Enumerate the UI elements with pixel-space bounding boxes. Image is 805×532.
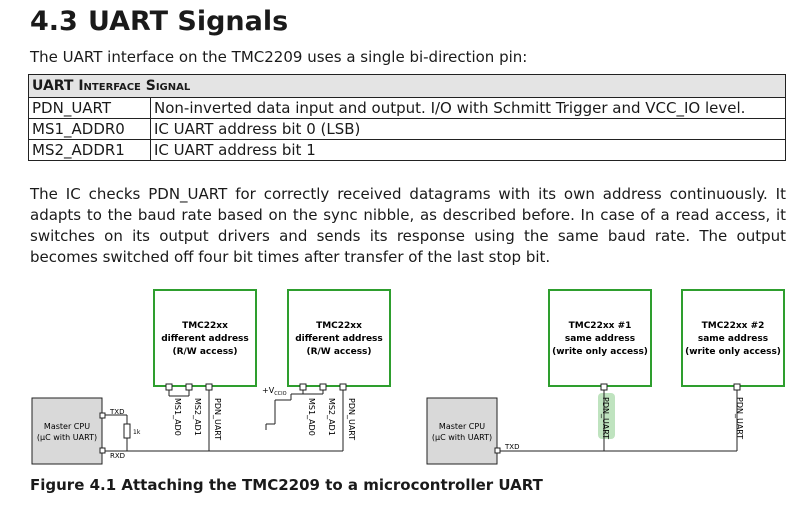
pin-pad [339,383,347,391]
resistor-label: 1k [133,429,141,436]
table-row: MS2_ADDR1 IC UART address bit 1 [28,139,786,161]
signal-name: PDN_UART [28,97,151,119]
txd-label: TXD [109,408,124,416]
pin-pad [299,383,307,391]
signal-name: MS1_ADDR0 [28,118,151,140]
pin-label: MS2_AD1 [327,398,336,436]
intro-text: The UART interface on the TMC2209 uses a… [30,48,528,66]
cpu-label-line: (µC with UART) [432,433,492,442]
table-row: PDN_UART Non-inverted data input and out… [28,97,786,119]
chip-box [681,289,785,387]
uart-signal-table: UART Interface Signal PDN_UART Non-inver… [28,74,786,161]
section-heading: 4.3 UART Signals [30,6,288,37]
pin-label: PDN_UART [213,398,222,440]
signal-description: Non-inverted data input and output. I/O … [150,97,786,119]
chip-label-line: same address [698,334,768,344]
table-header-row: UART Interface Signal [28,74,786,98]
figure-caption: Figure 4.1 Attaching the TMC2209 to a mi… [30,476,543,494]
pin-label: PDN_UART [347,398,356,440]
signal-description: IC UART address bit 1 [150,139,786,161]
section-number: 4.3 [30,6,78,37]
chip-box [153,289,257,387]
section-title: UART Signals [88,6,289,37]
pin-highlight [598,393,615,439]
chip-label-line: different address [161,334,249,344]
chip-label-line: (R/W access) [306,347,371,357]
pin-label: MS2_AD1 [193,398,202,436]
pin-label: MS1_AD0 [307,398,316,436]
uart-connection-diagram: TMC22xx different address (R/W access) T… [31,289,785,465]
chip-label-line: TMC22xx #1 [569,321,632,331]
cpu-label-line: Master CPU [44,422,90,431]
pin-label: PDN_UART [735,397,744,439]
pin-pad [600,383,608,391]
chip-label-line: TMC22xx #2 [702,321,765,331]
cpu-label-line: (µC with UART) [37,433,97,442]
pin-pad [185,383,193,391]
pin-label: PDN_UART [601,397,610,439]
right-diagram: TMC22xx #1 same address (write only acce… [426,289,785,465]
chip-label-line: (write only access) [552,347,648,357]
pin-pad [319,383,327,391]
pin-pad [205,383,213,391]
chip-label-line: (R/W access) [172,347,237,357]
pin-pad [165,383,173,391]
signal-name: MS2_ADDR1 [28,139,151,161]
chip-label-line: same address [565,334,635,344]
rxd-label: RXD [110,452,125,460]
chip-label-line: TMC22xx [182,321,228,331]
chip-label-line: (write only access) [685,347,781,357]
master-cpu-box [31,397,103,465]
description-paragraph: The IC checks PDN_UART for correctly rec… [30,185,786,266]
left-diagram: TMC22xx different address (R/W access) T… [31,289,391,465]
table-header: UART Interface Signal [28,74,786,98]
pin-label: MS1_AD0 [173,398,182,436]
chip-box [287,289,391,387]
chip-label-line: different address [295,334,383,344]
table-row: MS1_ADDR0 IC UART address bit 0 (LSB) [28,118,786,140]
pin-pad [733,383,741,391]
txd-label: TXD [504,443,519,451]
chip-label-line: TMC22xx [316,321,362,331]
chip-box [548,289,652,387]
cpu-label-line: Master CPU [439,422,485,431]
master-cpu-box [426,397,498,465]
signal-description: IC UART address bit 0 (LSB) [150,118,786,140]
vcc-label: +VCCIO [262,386,287,397]
